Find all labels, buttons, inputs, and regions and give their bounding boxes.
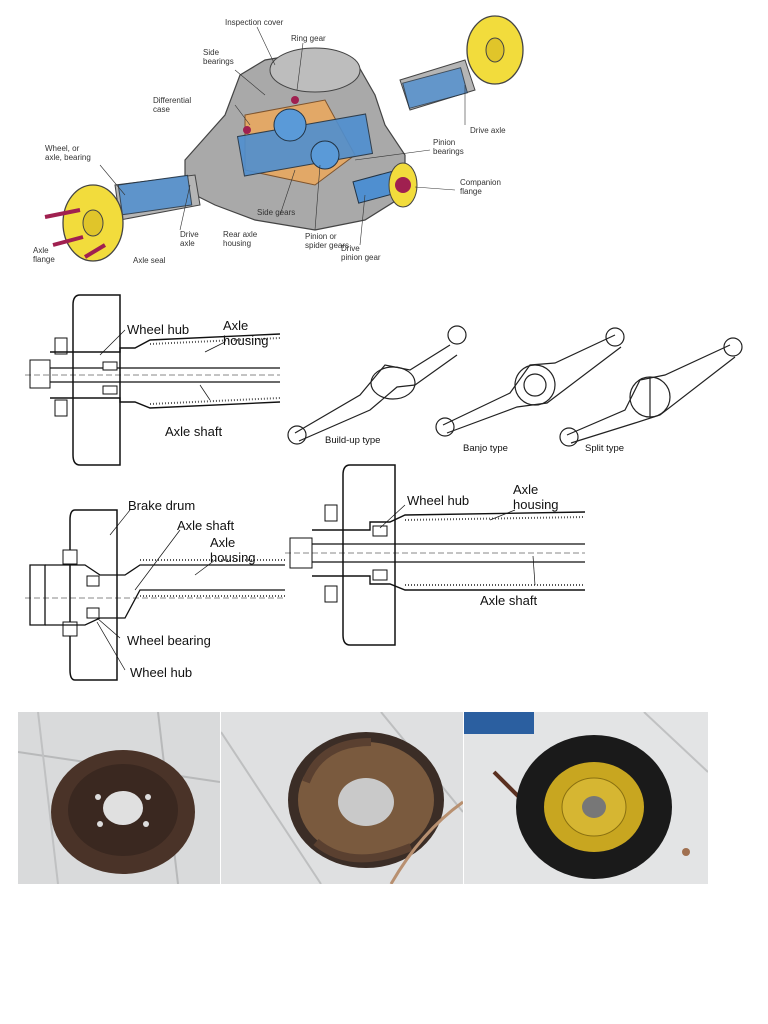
photo-wheel-tire	[464, 712, 708, 884]
label-axle-shaft: Axle shaft	[177, 518, 234, 533]
label-ring-gear: Ring gear	[291, 34, 326, 43]
label-buildup-type: Build-up type	[325, 435, 380, 446]
label-brake-drum: Brake drum	[128, 498, 195, 513]
label-wheel-hub: Wheel hub	[127, 322, 189, 337]
label-split-type: Split type	[585, 443, 624, 454]
photo-brake-assembly	[221, 712, 463, 884]
photo-brake-drum	[18, 712, 220, 884]
axle-housing-types: Build-up type Banjo type Split type	[285, 315, 745, 460]
label-banjo-type: Banjo type	[463, 443, 508, 454]
label-axle-seal: Axle seal	[133, 256, 166, 265]
label-inspection-cover: Inspection cover	[225, 18, 284, 27]
label-wheel-bearing: Wheel bearing	[127, 633, 211, 648]
label-drive-axle-right: Drive axle	[470, 126, 506, 135]
label-side-gears: Side gears	[257, 208, 295, 217]
label-axle-shaft: Axle shaft	[165, 424, 222, 439]
label-wheel-hub: Wheel hub	[407, 493, 469, 508]
label-axle-shaft: Axle shaft	[480, 593, 537, 608]
label-wheel-hub: Wheel hub	[130, 665, 192, 680]
